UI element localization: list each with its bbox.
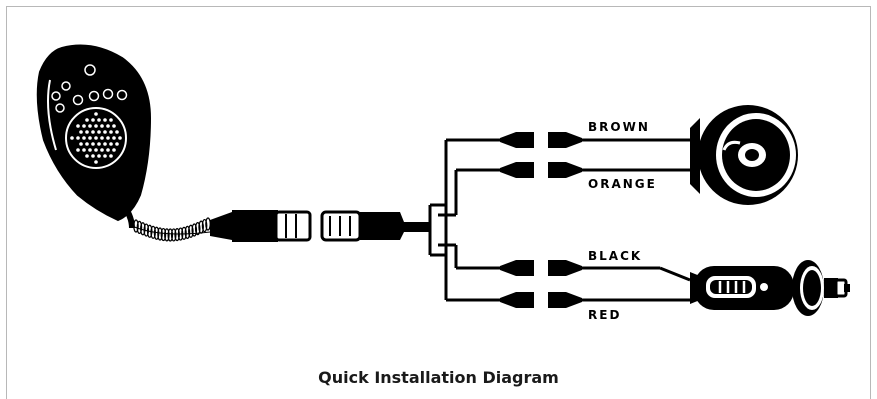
diagram-caption: Quick Installation Diagram bbox=[318, 368, 559, 387]
speaker bbox=[690, 105, 798, 205]
wire-label-orange: ORANGE bbox=[588, 177, 657, 191]
coiled-cord bbox=[131, 217, 211, 242]
wiring-harness bbox=[428, 138, 500, 302]
wire-label-black: BLACK bbox=[588, 249, 642, 263]
speaker-grille bbox=[70, 112, 122, 164]
wire-label-brown: BROWN bbox=[588, 120, 650, 134]
microphone bbox=[36, 44, 152, 229]
wire-connectors bbox=[500, 132, 582, 308]
diagram-frame bbox=[6, 6, 871, 399]
din-connector bbox=[210, 210, 430, 242]
wire-label-red: RED bbox=[588, 308, 621, 322]
cigarette-lighter-plug bbox=[690, 260, 850, 316]
output-wires bbox=[582, 138, 691, 302]
